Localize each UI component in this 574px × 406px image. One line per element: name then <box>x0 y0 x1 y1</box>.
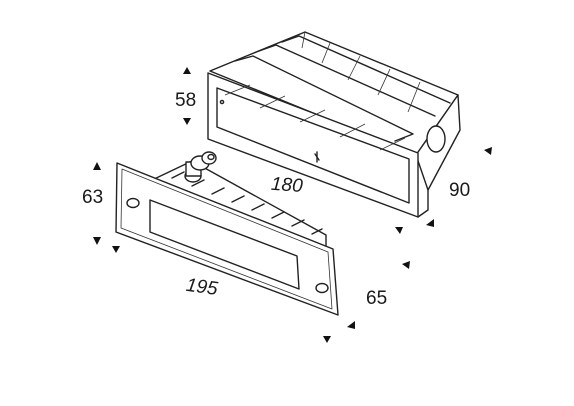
dim-box-length: 180 <box>270 174 304 197</box>
light-window <box>149 199 300 290</box>
dim-plate-height: 63 <box>82 187 103 208</box>
dim-box-depth: 90 <box>449 180 470 201</box>
screw-hole-left <box>126 197 140 209</box>
cable-gland <box>184 151 217 183</box>
box-fins <box>234 31 451 142</box>
dim-plate-depth: 65 <box>366 288 387 309</box>
dim-box-height: 58 <box>175 90 196 111</box>
dim-plate-length: 195 <box>185 275 220 300</box>
box-cable-port <box>426 125 446 153</box>
mounting-box <box>207 31 461 218</box>
box-opening <box>216 87 410 204</box>
screw-hole-right <box>315 282 329 294</box>
dimension-arrows <box>93 67 492 343</box>
face-plate-assembly <box>115 151 339 316</box>
plate-ribs <box>171 171 323 235</box>
